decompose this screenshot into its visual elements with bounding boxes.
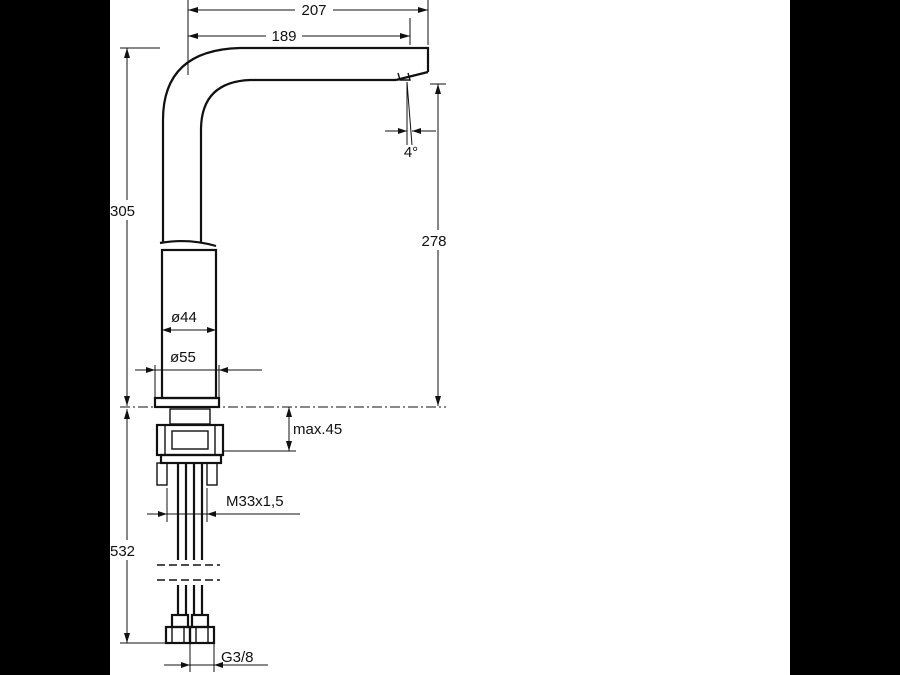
body-diameter-label: ø44 (171, 309, 197, 326)
total-height-dimension: 305 (110, 47, 160, 406)
faucet-outline (153, 46, 430, 645)
spout-height-dimension: 278 (418, 83, 450, 406)
spout-angle-dimension: 4° (385, 81, 436, 161)
thread-label: M33x1,5 (226, 493, 284, 510)
spout-reach-label: 189 (271, 28, 296, 45)
max-deck-thickness-label: max.45 (293, 421, 342, 438)
hose-length-dimension: 532 (110, 409, 166, 644)
spout-height-label: 278 (421, 233, 446, 250)
connection-dimension: G3/8 (164, 643, 268, 672)
total-reach-label: 207 (301, 2, 326, 19)
connection-label: G3/8 (221, 649, 254, 666)
reach-dimensions: 207 189 (187, 0, 429, 75)
faucet-dimension-drawing: 207 189 4° 305 278 ø44 (110, 0, 450, 672)
base-diameter-label: ø55 (170, 349, 196, 366)
spout-angle-label: 4° (404, 144, 418, 161)
deck-thickness-dimension: max.45 (222, 407, 342, 452)
hose-length-label: 532 (110, 543, 135, 560)
total-height-label: 305 (110, 203, 135, 220)
body-diameter-dimension: ø44 (162, 309, 216, 333)
base-diameter-dimension: ø55 (135, 349, 262, 398)
thread-dimension: M33x1,5 (147, 488, 300, 522)
technical-drawing-sheet: 207 189 4° 305 278 ø44 (110, 0, 790, 675)
